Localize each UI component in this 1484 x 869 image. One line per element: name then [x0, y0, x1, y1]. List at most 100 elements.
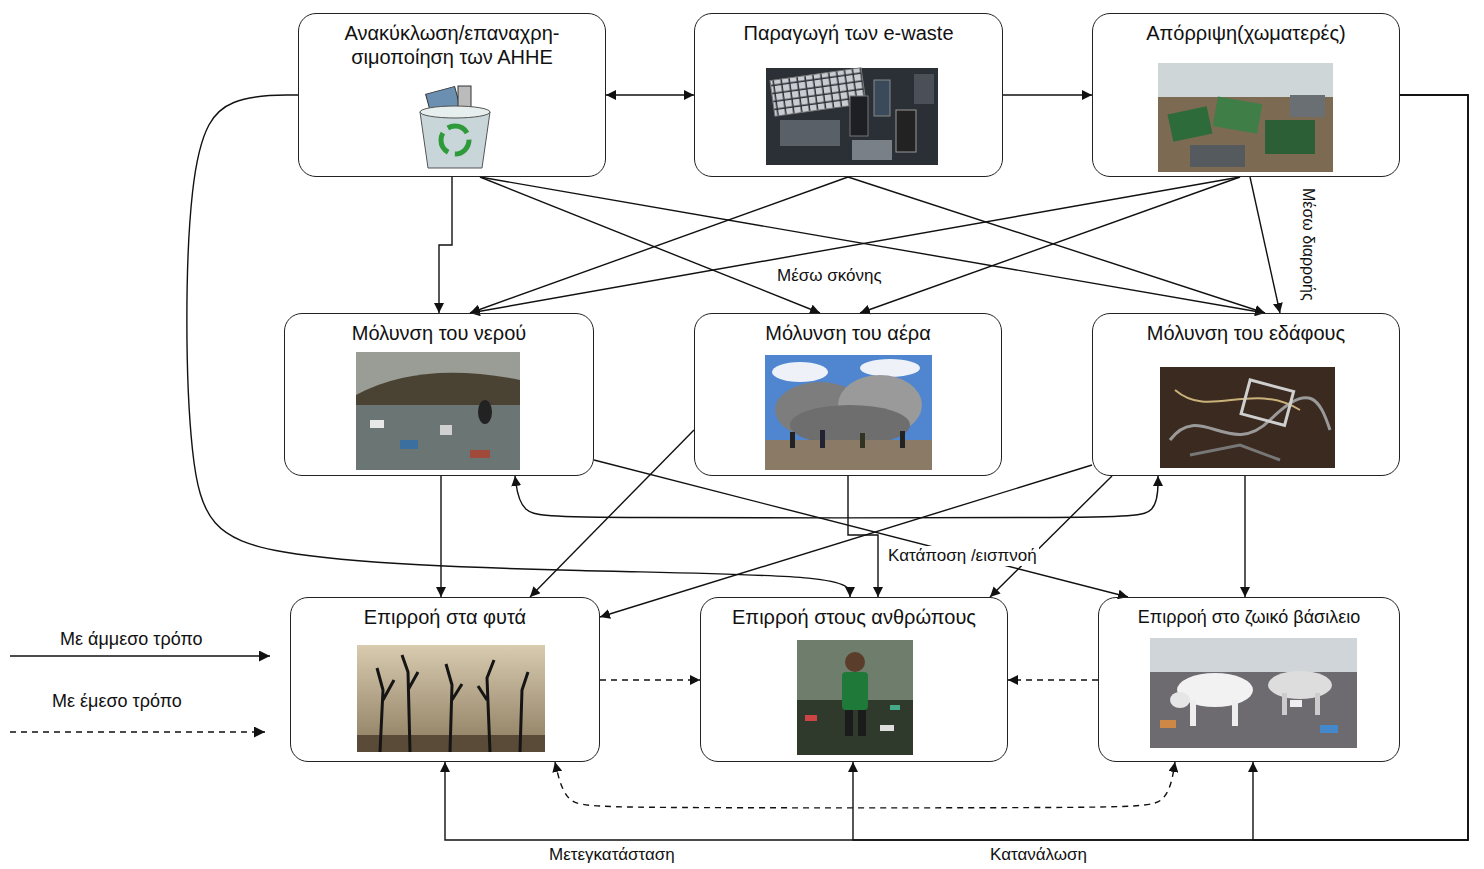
animals-photo-part [1232, 700, 1238, 726]
box-title: Παραγωγή των e-waste [743, 14, 953, 45]
box-title: Μόλυνση του αέρα [765, 314, 931, 345]
animals-photo-part [1268, 671, 1332, 699]
dashed-arrow [555, 762, 1175, 808]
animals-photo-part [1315, 693, 1320, 715]
box-title: Μόλυνση του νερού [352, 314, 526, 345]
note-label: Μετεγκατάσταση [547, 845, 677, 865]
animals-photo-part [1320, 725, 1338, 733]
edge-label: Μέσω διαρροής [1298, 186, 1318, 303]
solid-arrow [439, 177, 452, 313]
solid-arrow [860, 177, 1240, 313]
ewaste-photo-part [766, 68, 938, 165]
solid-arrow [848, 177, 1265, 313]
box-title: Ανακύκλωση/επαναχρη- σιμοποίηση των ΑΗΗΕ [327, 14, 577, 69]
solid-arrow [848, 476, 878, 597]
legend-text: Με άμμεσο τρόπο [60, 628, 203, 650]
air-pollution-photo-part [860, 433, 865, 448]
ewaste-photo-part [874, 80, 890, 116]
process-box: Επιρροή στους ανθρώπους [700, 597, 1008, 762]
solid-arrow [470, 177, 1240, 313]
dead-trees-photo-part [377, 655, 528, 752]
process-box: Μόλυνση του αέρα [694, 313, 1002, 476]
recycle-bin-icon [420, 86, 490, 168]
landfill-photo-part [1290, 95, 1325, 117]
ewaste-photo [766, 68, 938, 165]
solid-arrow [606, 94, 694, 95]
water-pollution-photo [356, 352, 520, 470]
process-box: Παραγωγή των e-waste [694, 13, 1003, 177]
child-photo-part [797, 640, 913, 755]
animals-photo-part [1282, 693, 1287, 715]
landfill-photo-part [1168, 106, 1213, 142]
animals-photo-part [1190, 700, 1196, 726]
legend-sample-lines-part [10, 655, 270, 657]
edge-label: Κατάποση /εισπνοή [886, 546, 1039, 566]
water-pollution-photo-part [356, 373, 520, 410]
child-photo-part [858, 710, 866, 736]
soil-pollution-photo-part [1170, 398, 1330, 440]
process-box: Απόρριψη(χωματερές) [1092, 13, 1400, 177]
animals-photo-part [1150, 672, 1357, 748]
solid-arrow [1250, 177, 1280, 313]
animals-photo-part [1160, 720, 1176, 728]
recycle-bin-icon-part [441, 126, 469, 154]
child-photo-part [842, 672, 868, 710]
ewaste-photo-part [896, 110, 916, 152]
note-label: Κατανάλωση [988, 845, 1089, 865]
solid-arrow [853, 95, 1468, 840]
landfill-photo-part [1158, 63, 1333, 99]
recycle-bin-icon-part [420, 106, 490, 118]
air-pollution-photo-part [790, 405, 910, 445]
air-pollution-photo-part [772, 362, 828, 382]
process-box: Μόλυνση του νερού [284, 313, 594, 476]
solid-arrow [1244, 476, 1245, 597]
solid-arrow [530, 430, 694, 597]
dashed-arrow [600, 679, 700, 680]
air-pollution-photo-part [900, 431, 905, 448]
water-pollution-photo-part [470, 450, 490, 458]
animals-photo-part [1170, 692, 1190, 708]
ewaste-photo-part [780, 120, 840, 146]
note-label: Μέσω σκόνης [775, 266, 884, 286]
water-pollution-photo-part [370, 420, 384, 428]
ewaste-photo-part [852, 140, 892, 160]
landfill-photo-part [1265, 120, 1315, 154]
soil-pollution-photo-part [1175, 390, 1300, 410]
process-box: Μόλυνση του εδάφους [1092, 313, 1400, 476]
landfill-photo-part [1190, 145, 1245, 167]
box-title: Απόρριψη(χωματερές) [1146, 14, 1346, 45]
water-pollution-photo-part [400, 440, 418, 449]
water-pollution-photo-part [356, 352, 520, 470]
ewaste-photo-part [914, 74, 934, 104]
legend-sample-lines-part [10, 731, 265, 733]
solid-arrow [594, 460, 1128, 597]
air-pollution-photo [765, 355, 932, 470]
dead-trees-photo [357, 645, 545, 752]
child-photo-part [845, 710, 853, 736]
solid-arrow [480, 177, 1265, 313]
process-box: Επιρροή στο ζωικό βάσιλειο [1098, 597, 1400, 762]
solid-arrow [515, 476, 1158, 518]
process-box: Ανακύκλωση/επαναχρη- σιμοποίηση των ΑΗΗΕ [298, 13, 606, 177]
legend-sample-lines [10, 656, 270, 732]
air-pollution-photo-part [820, 430, 825, 448]
solid-arrow [1253, 95, 1468, 840]
solid-arrow [1003, 94, 1092, 95]
animals-photo [1150, 638, 1357, 748]
box-title: Μόλυνση του εδάφους [1147, 314, 1345, 345]
landfill-photo-part [1213, 96, 1263, 133]
dead-trees-photo-part [357, 645, 545, 752]
solid-arrow [990, 476, 1112, 597]
box-title: Επιρροή στα φυτά [364, 598, 526, 629]
air-pollution-photo-part [860, 359, 920, 377]
air-pollution-photo-part [765, 355, 932, 470]
solid-arrow [187, 95, 850, 597]
legend-text: Με έμεσο τρόπο [52, 690, 182, 712]
solid-arrow [445, 95, 1468, 840]
solid-arrow [470, 177, 848, 313]
water-pollution-photo-part [478, 400, 492, 424]
child-photo-part [880, 725, 894, 731]
water-pollution-photo-part [440, 425, 452, 435]
animals-photo-part [1290, 700, 1302, 707]
